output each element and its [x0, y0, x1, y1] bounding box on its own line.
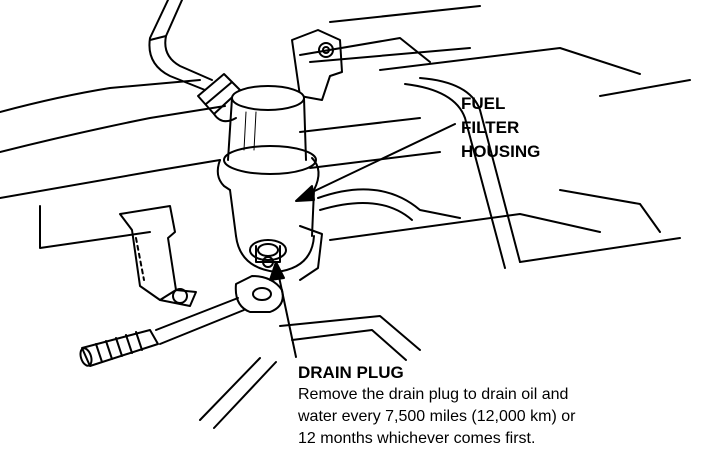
fuel-label-line-1: FUEL — [461, 94, 506, 113]
fuel-label-line-2: FILTER — [461, 118, 520, 137]
mounting-bracket — [291, 29, 343, 101]
fuel-label-line-3: HOUSING — [461, 142, 541, 161]
drain-plug-title: DRAIN PLUG — [298, 363, 404, 382]
drain-plug — [249, 225, 323, 281]
engine-frame-lines — [0, 5, 691, 269]
drain-plug-arrow — [269, 261, 297, 358]
fuel-filter-arrow — [295, 123, 456, 202]
filter-housing-body — [216, 85, 320, 273]
fuel-filter-housing-label: FUEL FILTER HOUSING — [461, 92, 540, 164]
drain-description-line-2: water every 7,500 miles (12,000 km) or — [298, 408, 576, 425]
drain-plug-callout: DRAIN PLUG Remove the drain plug to drai… — [298, 362, 698, 450]
wrench — [155, 275, 284, 345]
wrench-grip — [79, 329, 159, 367]
drain-description-line-3: 12 months whichever comes first. — [298, 430, 536, 447]
crossmember — [199, 315, 421, 429]
fuel-line — [148, 0, 213, 91]
side-mount — [119, 205, 197, 307]
drain-description-line-1: Remove the drain plug to drain oil and — [298, 386, 569, 403]
